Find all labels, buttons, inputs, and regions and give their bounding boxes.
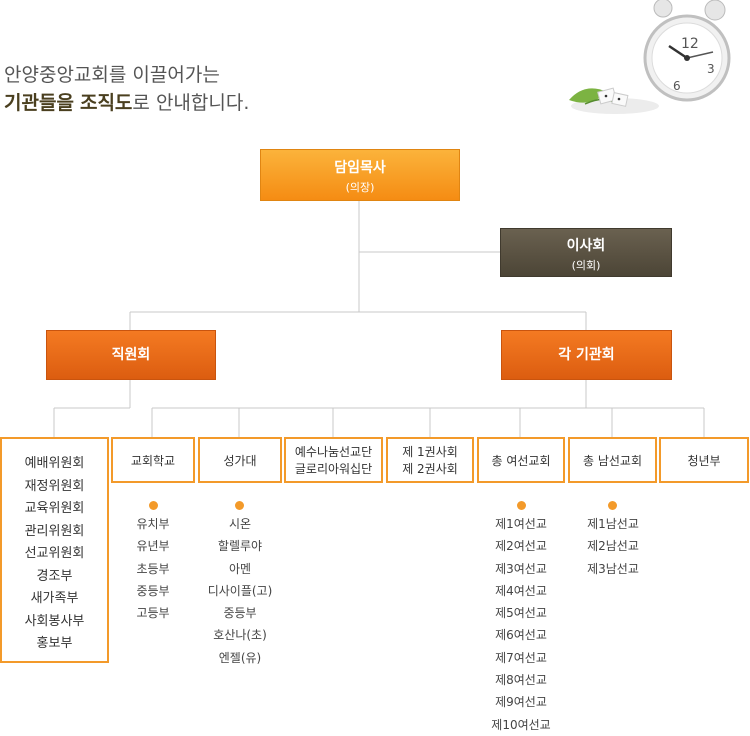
mission-teams-node: 예수나눔선교단 글로리아워십단 xyxy=(284,437,383,483)
committee-item: 예배위원회 xyxy=(24,456,85,471)
senior-pastor-title: 담임목사 xyxy=(334,160,386,176)
committee-item: 관리위원회 xyxy=(24,523,85,539)
intro-bold1: 기관들을 xyxy=(4,92,74,114)
intro-line1: 안양중앙교회를 이끌어가는 xyxy=(4,64,220,86)
staff-council-node: 직원회 xyxy=(46,330,216,380)
list-item: 유치부 xyxy=(136,517,170,531)
deaconess-2-label: 제 2권사회 xyxy=(402,462,458,476)
senior-pastor-sub: (의장) xyxy=(345,181,375,194)
choir-list: 시온 할렐루야 아멘 디사이플(고) 중등부 호산나(초) 엔젤(유) xyxy=(190,513,290,669)
board-node: 이사회 (의회) xyxy=(500,228,672,277)
list-item: 엔젤(유) xyxy=(218,650,262,665)
youth-label: 청년부 xyxy=(687,453,721,468)
church-school-node: 교회학교 xyxy=(111,437,195,483)
list-item: 중등부 xyxy=(223,606,257,621)
womens-mission-label: 총 여선교회 xyxy=(491,453,551,468)
svg-text:12: 12 xyxy=(681,36,699,52)
deaconess-node: 제 1권사회 제 2권사회 xyxy=(386,437,474,483)
bullet-dot xyxy=(517,501,526,510)
list-item: 제5여선교 xyxy=(495,606,547,621)
mens-mission-node: 총 남선교회 xyxy=(568,437,657,483)
list-item: 제1남선교 xyxy=(587,517,639,531)
bullet-dot xyxy=(608,501,617,510)
committee-item: 홍보부 xyxy=(36,636,73,651)
bullet-dot xyxy=(235,501,244,510)
list-item: 제2여선교 xyxy=(495,539,547,554)
worship-team-label: 글로리아워십단 xyxy=(294,462,373,476)
list-item: 제10여선교 xyxy=(491,717,551,732)
committee-item: 재정위원회 xyxy=(24,478,85,494)
list-item: 중등부 xyxy=(136,583,170,598)
intro-bold2: 조직도 xyxy=(79,92,133,114)
committee-item: 경조부 xyxy=(36,568,73,584)
mens-mission-label: 총 남선교회 xyxy=(582,453,642,468)
list-item: 제3남선교 xyxy=(587,561,639,576)
list-item: 제3여선교 xyxy=(495,561,547,576)
list-item: 제1여선교 xyxy=(495,517,547,531)
womens-mission-list: 제1여선교 제2여선교 제3여선교 제4여선교 제5여선교 제6여선교 제7여선… xyxy=(471,513,571,736)
alarm-clock-icon: 12 3 6 xyxy=(569,0,731,114)
church-school-list: 유치부 유년부 초등부 중등부 고등부 xyxy=(111,513,195,624)
board-title: 이사회 xyxy=(566,238,606,254)
list-item: 유년부 xyxy=(136,539,170,554)
intro-rest: 로 안내합니다. xyxy=(132,92,250,114)
list-item: 할렐루야 xyxy=(217,539,263,554)
list-item: 제8여선교 xyxy=(495,673,547,688)
mens-mission-list: 제1남선교 제2남선교 제3남선교 xyxy=(563,513,663,580)
list-item: 시온 xyxy=(228,517,252,531)
svg-text:6: 6 xyxy=(673,79,681,93)
list-item: 제7여선교 xyxy=(495,650,547,665)
committee-item: 선교위원회 xyxy=(24,546,85,561)
choir-node: 성가대 xyxy=(198,437,282,483)
bullet-dot xyxy=(149,501,158,510)
board-sub: (의회) xyxy=(571,259,601,272)
committee-item: 새가족부 xyxy=(30,591,79,606)
list-item: 제6여선교 xyxy=(495,628,547,643)
list-item: 제4여선교 xyxy=(495,583,547,598)
church-school-label: 교회학교 xyxy=(130,453,176,468)
committee-item: 사회봉사부 xyxy=(24,613,85,629)
choir-label: 성가대 xyxy=(223,453,257,468)
svg-text:3: 3 xyxy=(707,62,715,76)
mission-team-label: 예수나눔선교단 xyxy=(294,445,373,459)
list-item: 초등부 xyxy=(136,561,170,576)
intro-text: 안양중앙교회를 이끌어가는 기관들을 조직도로 안내합니다. xyxy=(4,62,249,118)
deaconess-1-label: 제 1권사회 xyxy=(402,445,458,459)
youth-node: 청년부 xyxy=(659,437,749,483)
committee-item: 교육위원회 xyxy=(24,501,85,516)
list-item: 제2남선교 xyxy=(587,539,639,554)
list-item: 호산나(초) xyxy=(213,628,267,643)
intro-line2: 기관들을 조직도로 안내합니다. xyxy=(4,88,249,118)
committees-box: 예배위원회 재정위원회 교육위원회 관리위원회 선교위원회 경조부 새가족부 사… xyxy=(0,437,109,663)
list-item: 아멘 xyxy=(228,561,252,576)
organizations-council-node: 각 기관회 xyxy=(501,330,672,380)
list-item: 제9여선교 xyxy=(495,695,547,710)
womens-mission-node: 총 여선교회 xyxy=(477,437,565,483)
senior-pastor-node: 담임목사 (의장) xyxy=(260,149,460,201)
list-item: 디사이플(고) xyxy=(207,583,273,598)
list-item: 고등부 xyxy=(136,606,170,621)
